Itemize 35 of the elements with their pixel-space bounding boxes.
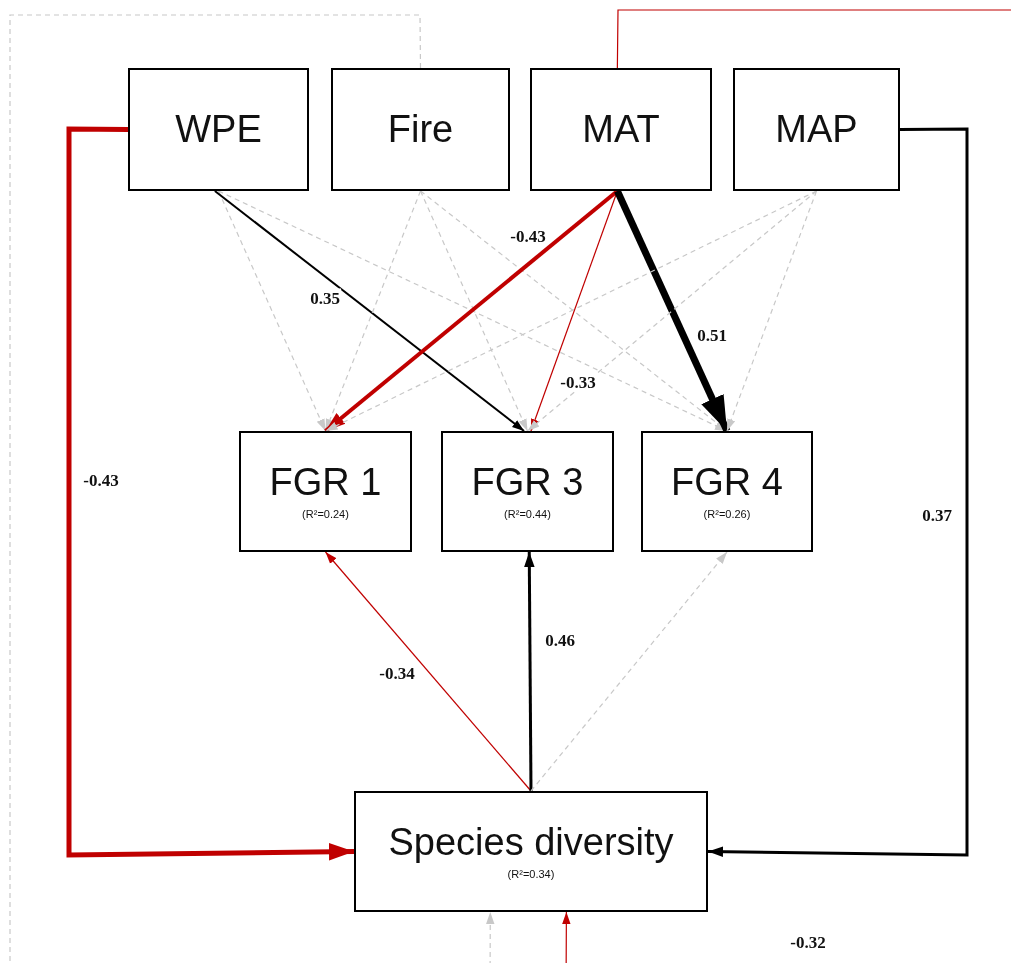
- predictor-box: [733, 68, 900, 191]
- r-squared-text: (R²=0.26): [703, 507, 751, 521]
- path-arrow: [324, 189, 619, 433]
- predictor-box: [530, 68, 712, 191]
- path-arrow: [524, 552, 535, 791]
- edge-label: -0.33: [559, 372, 597, 392]
- path-arrow: [213, 190, 526, 432]
- path-arrow: [562, 9, 1011, 963]
- predictor-box: [128, 68, 309, 191]
- r-squared-text: (R²=0.44): [504, 507, 551, 521]
- path-arrow: [217, 190, 327, 432]
- variable-box: [239, 431, 412, 552]
- node-title: FGR 1: [269, 462, 382, 504]
- path-arrow: [530, 551, 728, 792]
- path-arrow: [526, 190, 818, 432]
- path-arrow: [707, 127, 969, 857]
- predictor-box: [331, 68, 510, 191]
- path-arrow: [9, 14, 495, 963]
- path-arrow: [614, 189, 731, 433]
- path-arrow: [324, 551, 532, 792]
- r-squared-text: (R²=0.34): [507, 867, 555, 881]
- variable-box: [641, 431, 813, 552]
- node-title: Fire: [387, 108, 454, 151]
- node-title: FGR 3: [471, 462, 584, 504]
- r-squared-text: (R²=0.24): [302, 507, 349, 521]
- path-arrow: [66, 126, 355, 861]
- node-title: MAP: [775, 108, 858, 151]
- node-title: WPE: [175, 108, 262, 151]
- path-arrow: [419, 190, 529, 432]
- variable-box: [441, 431, 614, 552]
- node-title: MAT: [582, 108, 660, 151]
- node-title: Species diversity: [388, 822, 674, 864]
- path-arrow: [726, 190, 818, 432]
- node-title: FGR 4: [671, 462, 783, 504]
- outcome-box: [354, 791, 708, 912]
